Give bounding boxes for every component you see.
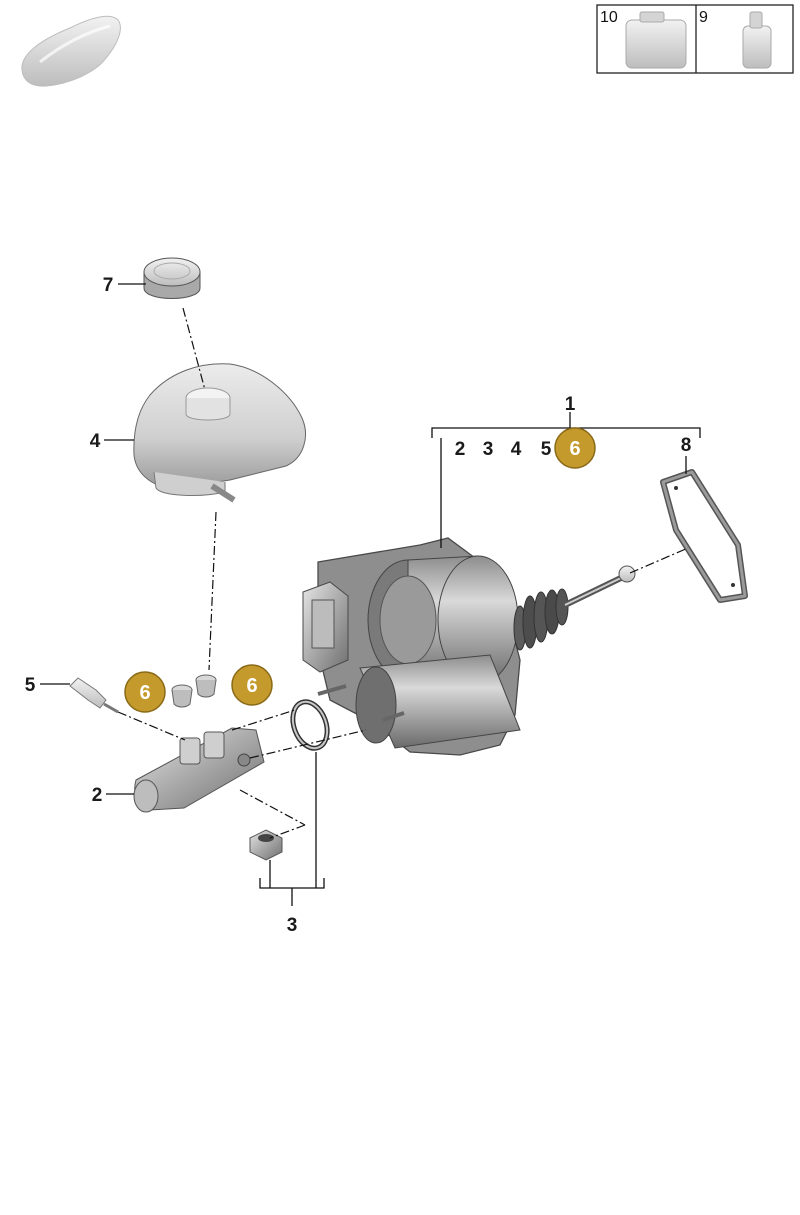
callout-booster-sub-4: 4 (511, 439, 522, 460)
pin-illustration (69, 677, 119, 714)
legend-cell-canister-number: 10 (600, 9, 618, 26)
master-cylinder-illustration (133, 727, 265, 813)
grommet-right-illustration (195, 674, 217, 698)
callout-gasket: 8 (681, 435, 692, 456)
callout-grommet-right: 6 (246, 675, 257, 697)
callout-booster-sub-5: 5 (541, 439, 552, 460)
bottle-icon (742, 11, 772, 69)
callout-cap: 7 (103, 275, 114, 296)
callout-booster-group: 1 (565, 394, 576, 415)
callout-booster-sub-2: 2 (455, 439, 466, 460)
callout-master-cylinder: 2 (92, 785, 103, 806)
callout-pin: 5 (25, 675, 36, 696)
callout-booster-sub-6: 6 (569, 438, 580, 460)
car-silhouette-icon (21, 15, 121, 87)
gasket-illustration (660, 469, 748, 603)
reservoir-illustration (133, 363, 306, 503)
canister-icon (625, 11, 687, 69)
leader-lines (40, 283, 701, 906)
highlight-badge-grommet-right (231, 664, 273, 706)
callouts: 1 2 3 4 5 6 8 7 4 5 6 6 2 3 (25, 275, 692, 936)
nut-illustration (249, 829, 283, 861)
callout-grommet-left: 6 (139, 682, 150, 704)
callout-reservoir: 4 (90, 431, 101, 452)
highlight-badge-booster (554, 427, 596, 469)
fluid-legend-box: 10 9 (596, 4, 794, 74)
callout-booster-sub-3: 3 (483, 439, 494, 460)
highlight-badge-grommet-left (124, 671, 166, 713)
reservoir-cap-illustration (143, 257, 201, 299)
callout-seal-group: 3 (287, 915, 298, 936)
brake-booster-illustration (302, 537, 636, 756)
o-ring-illustration (290, 699, 330, 751)
legend-cell-bottle-number: 9 (699, 9, 708, 26)
grommet-left-illustration (171, 684, 193, 708)
assembly-lines (117, 307, 689, 839)
